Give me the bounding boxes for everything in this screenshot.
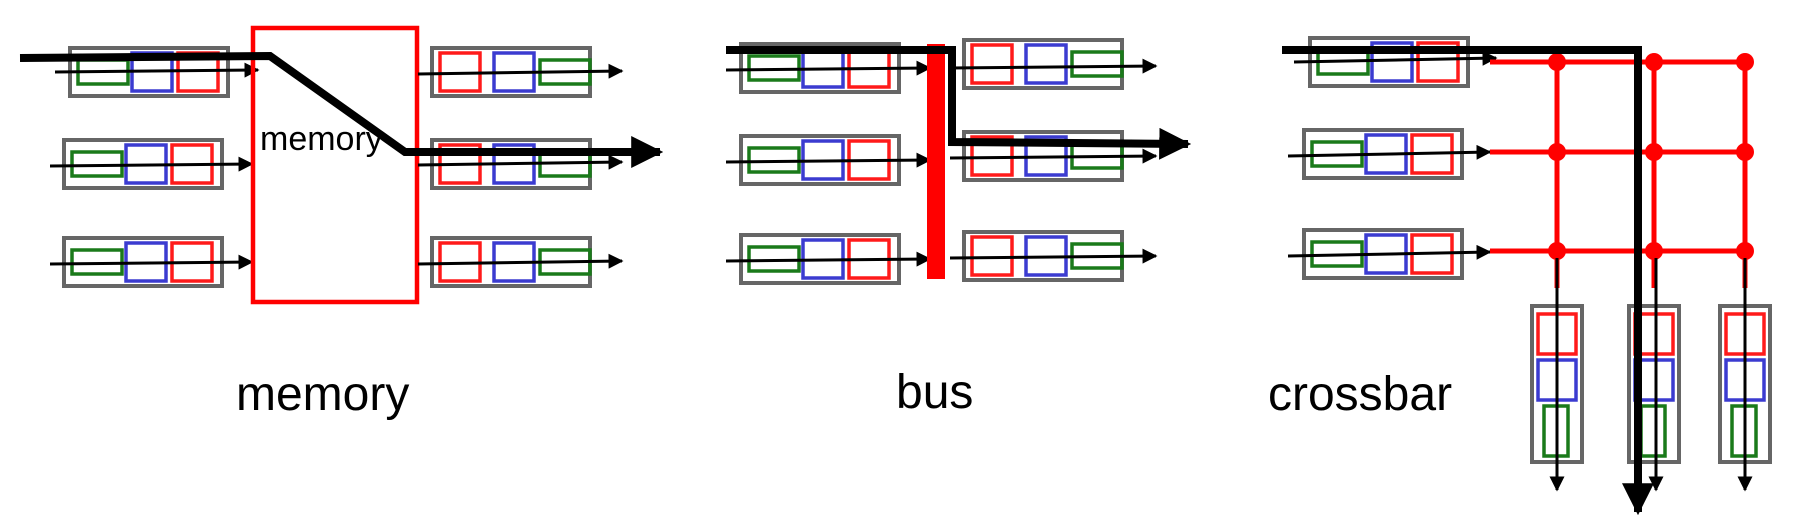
bus-input-port-2 <box>725 134 932 186</box>
bus-fabric-section <box>725 38 1192 285</box>
port-arrow <box>725 152 932 168</box>
crosspoint-node <box>1645 242 1663 260</box>
port-arrow <box>417 253 624 269</box>
crosspoint-node <box>1548 143 1566 161</box>
crosspoint-node <box>1645 143 1663 161</box>
memory-box-label: memory <box>260 120 383 158</box>
crosspoint-node <box>1548 53 1566 71</box>
port-arrow <box>725 60 932 76</box>
bus-input-port-1 <box>725 42 932 94</box>
crossbar-output-port-3 <box>1718 258 1772 492</box>
crossbar-fabric-section <box>1282 36 1772 516</box>
blue-packet <box>1370 41 1414 83</box>
port-arrow <box>725 251 932 267</box>
port-frame <box>1627 304 1681 464</box>
port-arrow <box>49 156 254 172</box>
crossbar-transfer-path <box>1282 46 1654 516</box>
port-arrow <box>417 154 624 170</box>
bus-caption: bus <box>896 366 973 419</box>
port-arrow <box>949 148 1158 164</box>
crossbar-input-port-1 <box>1293 36 1498 88</box>
crosspoint-node <box>1736 143 1754 161</box>
crosspoint-node <box>1645 53 1663 71</box>
port-arrow <box>1293 50 1498 66</box>
port-arrow <box>949 248 1158 264</box>
port-arrow <box>949 58 1158 74</box>
crosspoint-node <box>1736 53 1754 71</box>
memory-buffer-box <box>250 25 420 305</box>
bus-output-port-3 <box>949 230 1158 282</box>
green-packet <box>1070 50 1124 78</box>
memory-input-port-2 <box>49 138 254 190</box>
port-frame <box>962 38 1124 90</box>
memory-output-port-1 <box>417 46 624 98</box>
memory-fabric-section <box>19 25 664 305</box>
memory-caption: memory <box>236 368 409 421</box>
crossbar-caption: crossbar <box>1268 368 1452 421</box>
blue-packet <box>1024 43 1068 85</box>
red-packet <box>1416 41 1460 83</box>
memory-output-port-2 <box>417 138 624 190</box>
port-arrow <box>1287 144 1492 160</box>
red-packet <box>970 43 1014 85</box>
crossbar-output-port-1 <box>1530 258 1584 492</box>
crosspoint-node <box>1548 242 1566 260</box>
port-arrow <box>417 63 624 79</box>
bus-transfer-path <box>726 46 1192 160</box>
bus-output-port-1 <box>949 38 1158 90</box>
bus-input-port-3 <box>725 233 932 285</box>
port-arrow <box>54 62 260 78</box>
green-packet <box>1639 404 1667 458</box>
bus-output-port-2 <box>949 130 1158 182</box>
crosspoint-node <box>1736 242 1754 260</box>
crossbar-input-port-2 <box>1287 128 1492 180</box>
shared-bus-bar <box>927 44 945 279</box>
memory-output-port-3 <box>417 236 624 288</box>
port-arrow <box>49 254 254 270</box>
memory-transfer-path <box>19 51 664 168</box>
crossbar-input-port-3 <box>1287 228 1492 280</box>
port-arrow <box>1287 244 1492 260</box>
memory-input-port-3 <box>49 236 254 288</box>
